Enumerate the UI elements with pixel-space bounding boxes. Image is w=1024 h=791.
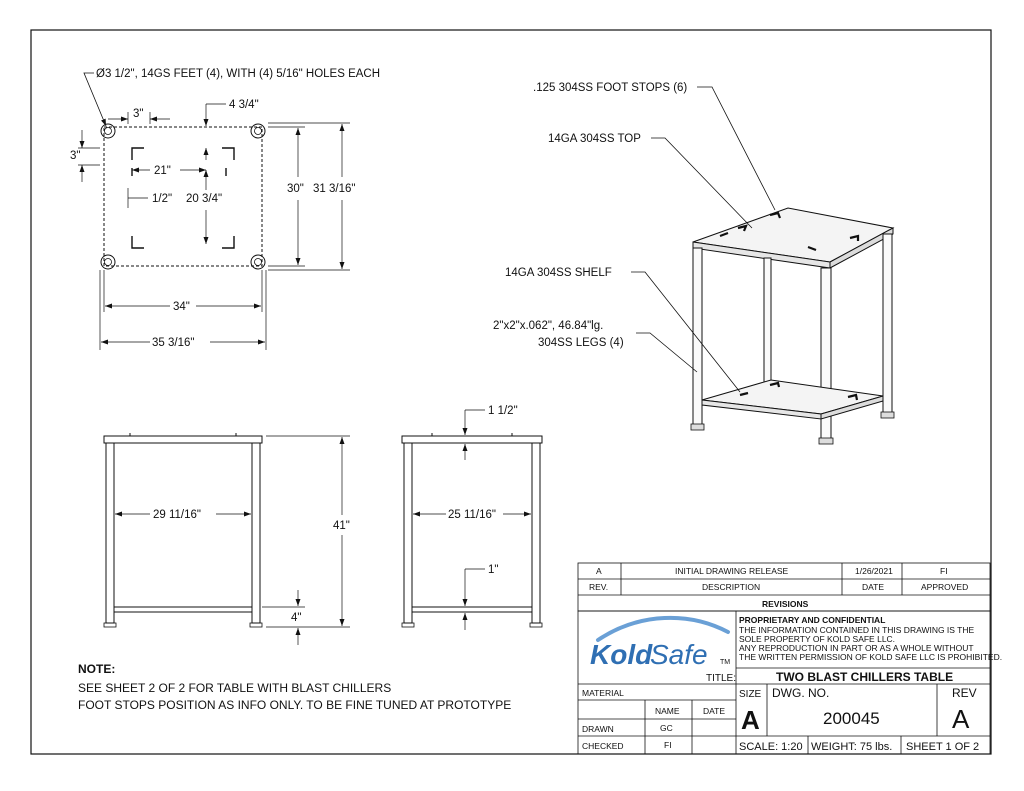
iso-leg (692, 247, 703, 427)
rev-header-approved: APPROVED (921, 582, 968, 592)
checked-label: CHECKED (582, 741, 624, 751)
size-value: A (741, 705, 760, 735)
svg-text:THE INFORMATION CONTAINED IN T: THE INFORMATION CONTAINED IN THIS DRAWIN… (739, 625, 975, 635)
rev-row-desc: INITIAL DRAWING RELEASE (675, 566, 789, 576)
dim-1: 1" (488, 564, 498, 576)
feet-callout: Ø3 1/2", 14GS FEET (4), WITH (4) 5/16" H… (96, 68, 380, 80)
dim-1-1-2: 1 1/2" (488, 405, 518, 417)
material-label: MATERIAL (582, 688, 624, 698)
svg-text:Safe: Safe (650, 639, 708, 670)
iso-foot-stops-label: .125 304SS FOOT STOPS (6) (533, 82, 687, 94)
dim-20-3-4: 20 3/4" (186, 193, 222, 205)
iso-legs-label-2: 304SS LEGS (4) (538, 337, 624, 349)
drawn-name: GC (660, 723, 673, 733)
side-shelf (411, 606, 533, 613)
weight: WEIGHT: 75 lbs. (811, 741, 892, 753)
side-view: 1 1/2" 25 11/16" 1" (401, 405, 543, 630)
size-label: SIZE (739, 689, 762, 700)
plan-plate-outline (103, 126, 263, 267)
dim-3-top: 3" (133, 108, 143, 120)
rev-row-rev: A (596, 566, 602, 576)
dim-21: 21" (154, 165, 171, 177)
date-label: DATE (703, 706, 725, 716)
dim-29-11-16: 29 11/16" (153, 509, 201, 521)
iso-view: .125 304SS FOOT STOPS (6) 14GA 304SS TOP… (493, 82, 895, 445)
front-view: 29 11/16" 41" 4" (103, 433, 350, 645)
dim-4-3-4: 4 3/4" (229, 99, 259, 111)
rev-header-date: DATE (862, 582, 884, 592)
title-block (577, 562, 991, 755)
iso-shelf-label: 14GA 304SS SHELF (505, 267, 612, 279)
svg-text:ANY REPRODUCTION IN PART OR AS: ANY REPRODUCTION IN PART OR AS A WHOLE W… (739, 643, 974, 653)
svg-text:TM: TM (720, 659, 730, 666)
plan-foot (100, 254, 116, 270)
note-line-1: SEE SHEET 2 OF 2 FOR TABLE WITH BLAST CH… (78, 681, 391, 695)
dwg-number: 200045 (823, 709, 880, 728)
revisions-table: A INITIAL DRAWING RELEASE 1/26/2021 FI R… (589, 566, 968, 609)
side-top (401, 435, 543, 444)
iso-legs-label-1: 2"x2"x.062", 46.84"lg. (493, 320, 603, 332)
plan-foot (100, 123, 116, 139)
revisions-title: REVISIONS (762, 599, 809, 609)
rev-row-date: 1/26/2021 (855, 566, 893, 576)
note-line-2: FOOT STOPS POSITION AS INFO ONLY. TO BE … (78, 698, 511, 712)
checked-name: FI (664, 740, 672, 750)
rev-header-rev: REV. (589, 582, 608, 592)
dwg-label: DWG. NO. (772, 686, 829, 700)
dim-41: 41" (333, 520, 350, 532)
dim-1-2: 1/2" (152, 193, 172, 205)
dim-35-3-16: 35 3/16" (152, 337, 194, 349)
svg-text:SOLE PROPERTY OF KOLD SAFE LLC: SOLE PROPERTY OF KOLD SAFE LLC. (739, 634, 895, 644)
drawn-label: DRAWN (582, 724, 614, 734)
iso-leg (882, 233, 893, 415)
sheet-number: SHEET 1 OF 2 (906, 741, 979, 753)
front-leg (251, 442, 261, 624)
dim-25-11-16: 25 11/16" (448, 509, 496, 521)
dim-31-3-16: 31 3/16" (313, 183, 355, 195)
scale: SCALE: 1:20 (739, 741, 803, 753)
dim-30: 30" (287, 183, 304, 195)
dim-4: 4" (291, 612, 301, 624)
iso-top-label: 14GA 304SS TOP (548, 133, 641, 145)
name-label: NAME (655, 706, 680, 716)
rev-label: REV (952, 686, 977, 700)
koldsafe-logo: Kold Safe TM (590, 615, 730, 670)
front-top (103, 435, 263, 444)
dim-34: 34" (173, 301, 190, 313)
side-leg (403, 442, 413, 624)
title-label: TITLE: (706, 673, 736, 684)
svg-text:Kold: Kold (590, 639, 653, 670)
title-fields: TITLE: TWO BLAST CHILLERS TABLE MATERIAL… (582, 670, 979, 753)
dim-3-left: 3" (70, 150, 80, 162)
drawing-title: TWO BLAST CHILLERS TABLE (776, 670, 953, 684)
plan-view: Ø3 1/2", 14GS FEET (4), WITH (4) 5/16" H… (70, 68, 380, 350)
proprietary-notice: PROPRIETARY AND CONFIDENTIAL THE INFORMA… (739, 615, 1002, 662)
plan-foot (250, 123, 266, 139)
svg-text:PROPRIETARY AND CONFIDENTIAL: PROPRIETARY AND CONFIDENTIAL (739, 615, 885, 625)
svg-text:THE WRITTEN PERMISSION OF KOLD: THE WRITTEN PERMISSION OF KOLD SAFE LLC … (739, 652, 1002, 662)
notes: NOTE: SEE SHEET 2 OF 2 FOR TABLE WITH BL… (78, 662, 511, 712)
iso-leg (763, 257, 772, 387)
sheet-border (30, 29, 992, 755)
front-shelf (113, 606, 253, 613)
side-leg (531, 442, 541, 624)
rev-value: A (952, 704, 970, 734)
front-leg (105, 442, 115, 624)
rev-row-approved: FI (940, 566, 948, 576)
note-heading: NOTE: (78, 662, 115, 676)
plan-foot (250, 254, 266, 270)
rev-header-desc: DESCRIPTION (702, 582, 760, 592)
